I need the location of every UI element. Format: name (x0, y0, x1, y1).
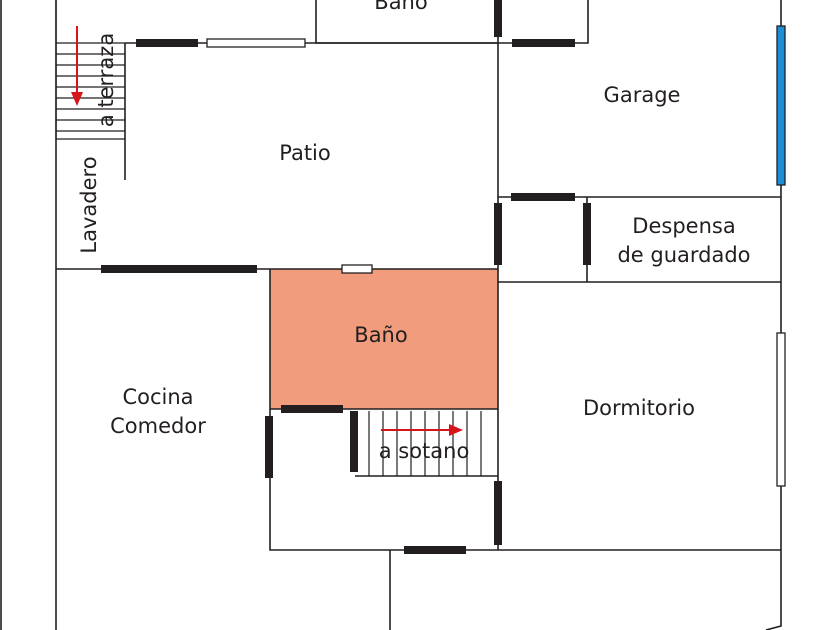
door (404, 546, 466, 554)
room-label-cocina-2: Comedor (110, 414, 206, 438)
bano-room-highlight (270, 269, 498, 409)
room-label-dormitorio: Dormitorio (583, 396, 695, 420)
door (101, 265, 257, 273)
stairs-terraza (55, 0, 125, 140)
door (281, 405, 343, 413)
door (494, 0, 502, 37)
door (494, 203, 502, 265)
windows (206, 38, 786, 487)
room-label-lavadero: Lavadero (77, 156, 101, 253)
stair-label-terraza: a terraza (94, 33, 118, 127)
door (583, 203, 591, 265)
room-label-bano-center: Baño (354, 323, 407, 347)
window (206, 38, 306, 48)
door (511, 193, 575, 201)
door (350, 411, 358, 472)
room-label-cocina-1: Cocina (122, 385, 193, 409)
stairs-sotano (368, 411, 482, 476)
door (512, 39, 575, 47)
room-label-garage: Garage (604, 83, 681, 107)
stair-label-sotano: a sotano (379, 439, 470, 463)
room-label-despensa-2: de guardado (617, 243, 750, 267)
room-label-patio: Patio (279, 141, 331, 165)
arrow-terraza (71, 26, 83, 106)
door (265, 416, 273, 478)
door (494, 481, 502, 545)
garage-window (776, 25, 786, 186)
window (776, 332, 786, 487)
doors (101, 0, 591, 554)
window (341, 264, 373, 274)
room-label-bano-top: Baño (374, 0, 427, 14)
door (136, 39, 198, 47)
room-label-despensa-1: Despensa (632, 214, 735, 238)
arrow-sotano (381, 424, 463, 436)
